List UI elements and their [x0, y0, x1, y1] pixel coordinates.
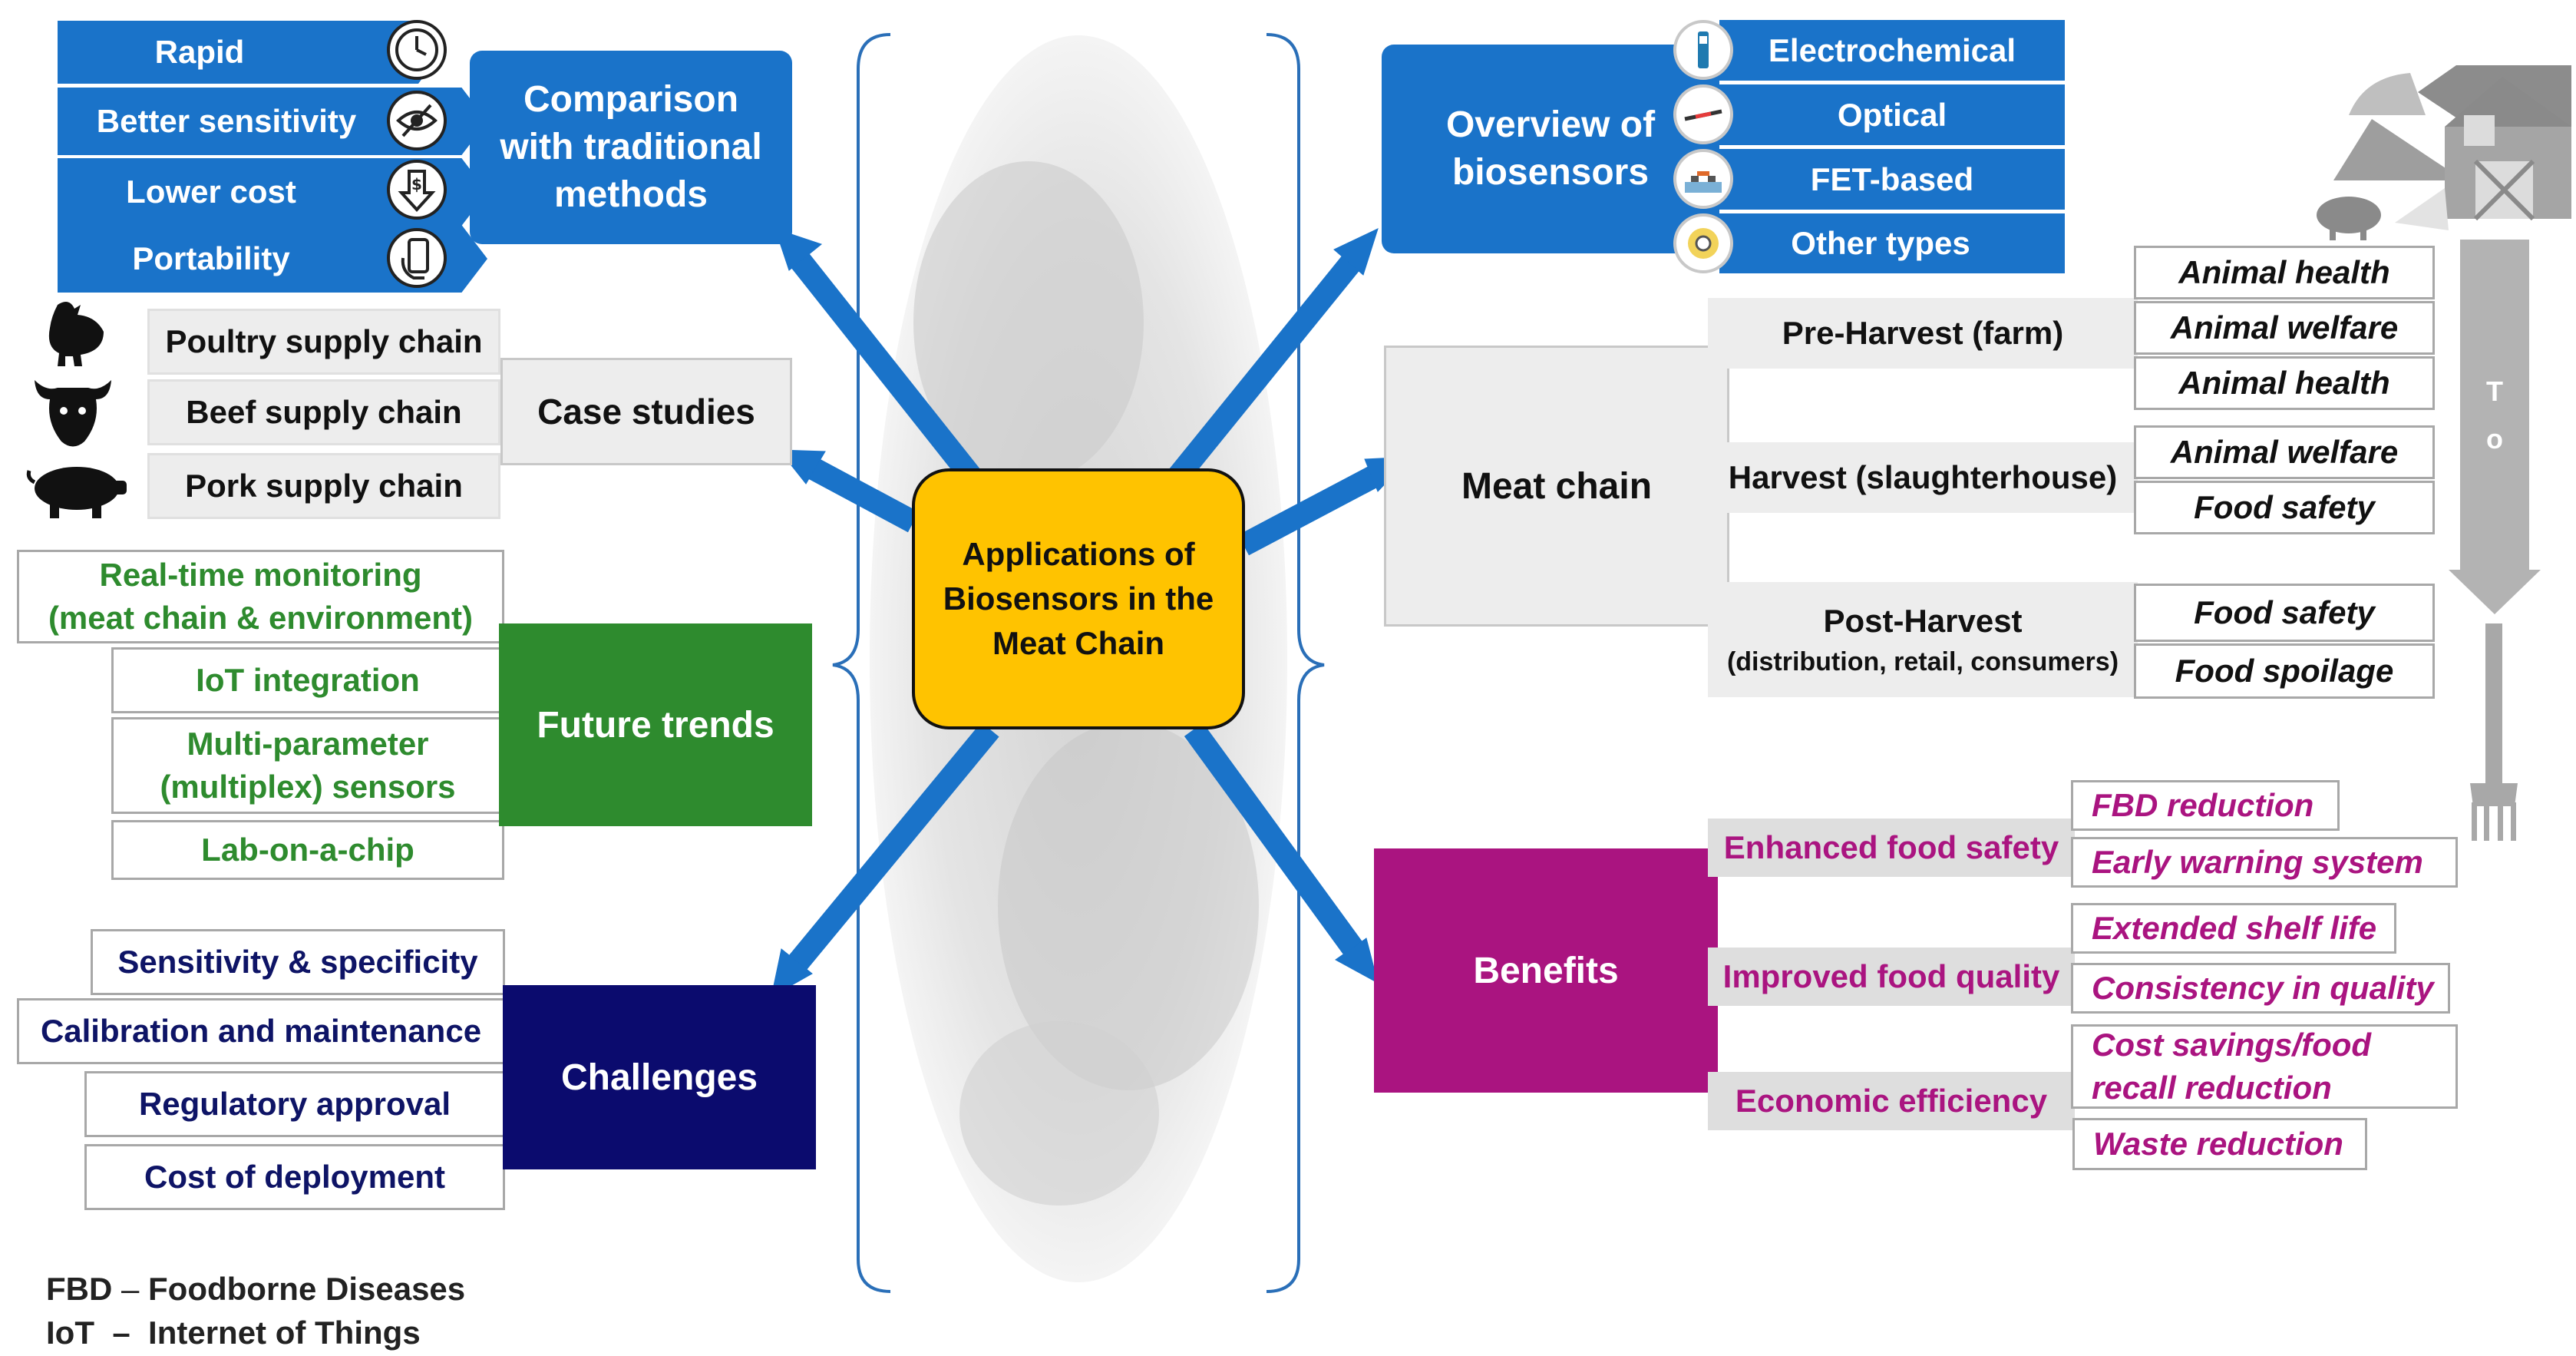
benefit-category-economic: Economic efficiency	[1708, 1072, 2075, 1130]
trend-item-realtime: Real-time monitoring (meat chain & envir…	[17, 550, 504, 643]
trend-item-iot: IoT integration	[111, 647, 504, 713]
fork-icon	[2470, 623, 2518, 841]
benefit-item-consistency: Consistency in quality	[2071, 963, 2450, 1014]
comparison-title: Comparison with traditional methods	[470, 51, 792, 244]
challenge-item-deployment: Cost of deployment	[84, 1144, 505, 1210]
benefits-title: Benefits	[1374, 848, 1718, 1093]
to-arrow-text: To	[2498, 361, 2499, 362]
benefit-item-waste: Waste reduction	[2072, 1118, 2367, 1170]
abbreviation-iot: IoT – Internet of Things	[46, 1315, 421, 1351]
overview-item-electrochemical: Electrochemical	[1719, 20, 2065, 83]
meat-item-animal-health-2: Animal health	[2134, 356, 2435, 410]
stage-pre-harvest: Pre-Harvest (farm)	[1708, 298, 2138, 369]
right-bracket	[1266, 33, 1325, 1293]
phone-hand-icon	[387, 228, 447, 288]
overview-item-optical: Optical	[1719, 84, 2065, 147]
pig-icon	[2317, 197, 2381, 240]
electrode-icon	[1673, 20, 1733, 80]
pig-icon-black	[23, 459, 130, 521]
benefit-item-fbd: FBD reduction	[2071, 780, 2340, 831]
challenge-item-regulatory: Regulatory approval	[84, 1071, 505, 1137]
meat-chain-title: Meat chain	[1384, 346, 1729, 627]
optical-fiber-icon	[1673, 84, 1733, 144]
overview-title: Overview of biosensors	[1382, 45, 1719, 253]
meat-item-food-safety-2: Food safety	[2134, 584, 2435, 642]
challenge-item-sensitivity: Sensitivity & specificity	[91, 929, 505, 995]
comparison-item-rapid: Rapid	[58, 21, 441, 84]
challenges-title: Challenges	[503, 985, 816, 1169]
left-bracket	[832, 33, 891, 1293]
benefit-item-cost-savings: Cost savings/food recall reduction	[2071, 1024, 2458, 1109]
stage-post-harvest: Post-Harvest (distribution, retail, cons…	[1708, 582, 2138, 697]
cow-icon	[27, 369, 119, 453]
to-label-2: o	[2486, 423, 2503, 455]
meat-item-food-spoilage: Food spoilage	[2134, 643, 2435, 699]
svg-text:$: $	[411, 175, 422, 193]
chicken-icon	[27, 293, 119, 370]
future-trends-title: Future trends	[499, 623, 812, 826]
eye-crossed-icon	[387, 91, 447, 150]
meat-item-animal-welfare-2: Animal welfare	[2134, 425, 2435, 479]
benefit-item-shelf-life: Extended shelf life	[2071, 903, 2396, 954]
trend-item-lab-on-chip: Lab-on-a-chip	[111, 820, 504, 880]
trend-item-multiplex: Multi-parameter (multiplex) sensors	[111, 717, 504, 814]
benefit-item-early-warning: Early warning system	[2071, 837, 2458, 888]
to-label-1: T	[2486, 375, 2503, 407]
stage-harvest: Harvest (slaughterhouse)	[1708, 442, 2138, 513]
overview-item-other: Other types	[1719, 213, 2065, 273]
case-item-beef: Beef supply chain	[147, 379, 500, 445]
dollar-down-icon: $	[387, 160, 447, 220]
benefit-category-safety: Enhanced food safety	[1708, 819, 2075, 877]
farm-barn-image	[2333, 65, 2571, 230]
center-title: Applications of Biosensors in the Meat C…	[912, 468, 1245, 729]
case-studies-title: Case studies	[500, 358, 792, 465]
abbreviation-fbd: FBD – Foodborne Diseases	[46, 1271, 466, 1307]
meat-item-animal-welfare-1: Animal welfare	[2134, 301, 2435, 355]
meat-item-food-safety-1: Food safety	[2134, 481, 2435, 534]
meat-item-animal-health-1: Animal health	[2134, 246, 2435, 299]
case-item-pork: Pork supply chain	[147, 453, 500, 519]
to-arrow	[2449, 240, 2541, 614]
other-sensor-icon	[1673, 213, 1733, 273]
overview-item-fet: FET-based	[1719, 149, 2065, 212]
clock-icon	[387, 20, 447, 80]
benefit-category-quality: Improved food quality	[1708, 948, 2075, 1006]
case-item-poultry: Poultry supply chain	[147, 309, 500, 375]
challenge-item-calibration: Calibration and maintenance	[17, 998, 505, 1064]
fet-chip-icon	[1673, 149, 1733, 209]
